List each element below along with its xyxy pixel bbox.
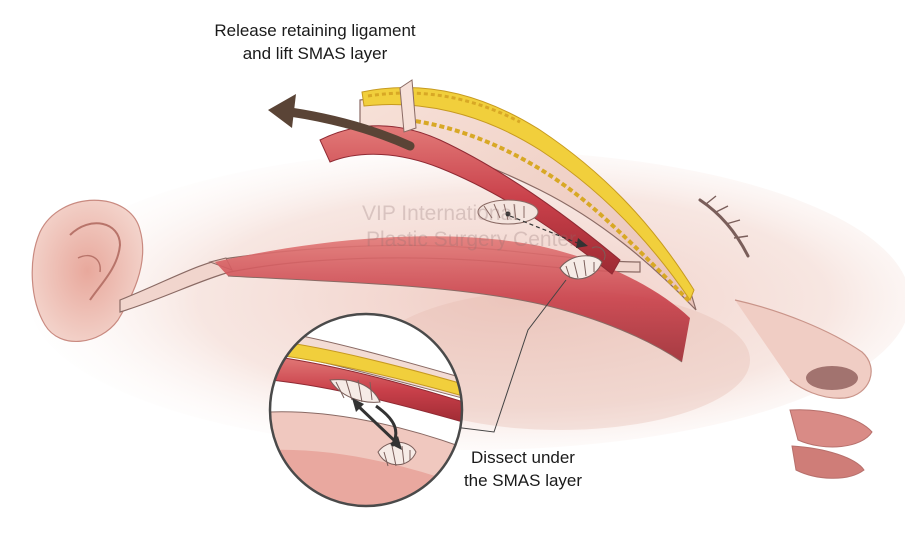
caption-dissect-under-smas: Dissect under the SMAS layer bbox=[448, 446, 598, 492]
caption-release-ligament: Release retaining ligament and lift SMAS… bbox=[190, 19, 440, 65]
lift-direction-arrow bbox=[268, 94, 415, 151]
caption-bottom-line-2: the SMAS layer bbox=[463, 471, 583, 490]
face-skin-wash bbox=[30, 150, 905, 450]
nose-lips bbox=[698, 195, 873, 479]
caption-top-line-2: and lift SMAS layer bbox=[242, 44, 388, 63]
caption-top-line-1: Release retaining ligament bbox=[214, 21, 416, 40]
lifted-smas-flap bbox=[319, 79, 697, 311]
caption-bottom-line-1: Dissect under bbox=[471, 448, 575, 467]
retaining-ligament bbox=[477, 199, 606, 280]
pointer-line bbox=[429, 279, 567, 433]
ear bbox=[31, 199, 144, 343]
